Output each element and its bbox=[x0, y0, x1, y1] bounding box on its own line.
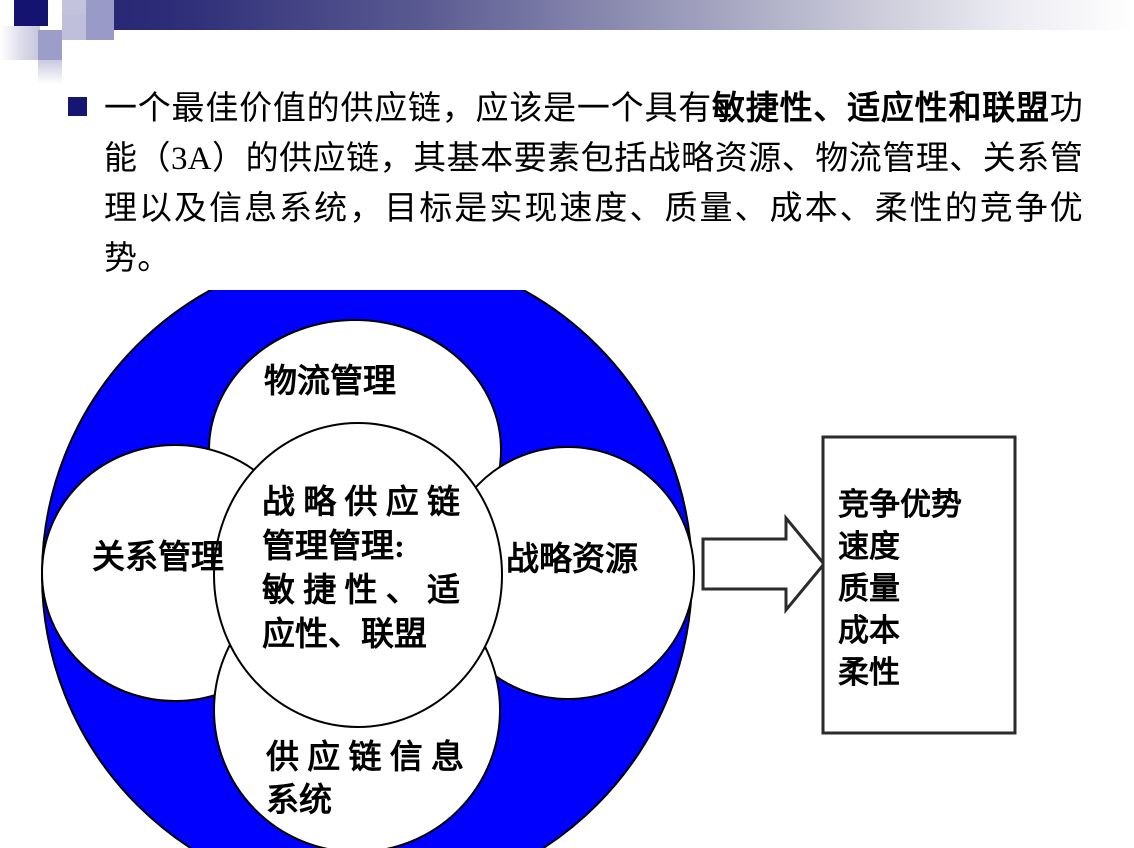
outcome-line-5: 柔性 bbox=[838, 655, 900, 690]
petal-left-label: 关系管理 bbox=[92, 539, 224, 576]
square-bullet-icon bbox=[68, 97, 87, 116]
paragraph-segment-1: 敏捷性、适应性和联盟 bbox=[712, 91, 1050, 127]
paragraph-text: 一个最佳价值的供应链，应该是一个具有敏捷性、适应性和联盟功能（3A）的供应链，其… bbox=[104, 84, 1083, 284]
paragraph-segment-0: 一个最佳价值的供应链，应该是一个具有 bbox=[104, 91, 713, 127]
deco-square-navy bbox=[14, 0, 48, 26]
petal-bottom-label-line1: 供 应 链 信 息 bbox=[266, 738, 464, 776]
slide-header-decoration bbox=[0, 0, 1134, 84]
deco-square-fade-left bbox=[0, 26, 40, 60]
center-label-line2: 管理管理: bbox=[262, 528, 405, 565]
right-arrow-icon bbox=[701, 513, 826, 615]
deco-square-lilac-c bbox=[62, 14, 86, 40]
petal-bottom-label-line2: 系统 bbox=[266, 781, 332, 819]
center-circle bbox=[213, 422, 503, 728]
header-gradient-bar bbox=[85, 0, 1134, 30]
outcome-box bbox=[821, 435, 1017, 735]
bullet-paragraph: 一个最佳价值的供应链，应该是一个具有敏捷性、适应性和联盟功能（3A）的供应链，其… bbox=[68, 84, 1083, 284]
outcome-line-2: 速度 bbox=[838, 529, 900, 564]
deco-square-lilac-e bbox=[38, 30, 62, 60]
petal-top-label: 物流管理 bbox=[264, 363, 396, 400]
outcome-line-4: 成本 bbox=[838, 613, 900, 648]
deco-square-fade-low bbox=[38, 60, 62, 84]
petal-right-label: 战略资源 bbox=[506, 541, 638, 578]
deco-square-lilac-a bbox=[62, 0, 86, 14]
center-label-line3: 敏 捷 性 、 适 bbox=[262, 572, 460, 609]
outcome-line-3: 质量 bbox=[838, 571, 900, 606]
supply-chain-diagram: 物流管理 关系管理 战略资源 供 应 链 信 息 系统 战 略 供 应 链 管理… bbox=[0, 290, 1134, 848]
center-label-line4: 应性、联盟 bbox=[262, 615, 427, 653]
paragraph-segment-2: 功能（3A）的供应链，其基本要素包括战略资源、物流管理、关系管理以及信息系统，目… bbox=[104, 91, 1083, 277]
outcome-line-1: 竞争优势 bbox=[838, 487, 962, 522]
deco-square-lilac-d bbox=[86, 26, 114, 40]
deco-square-lilac-b bbox=[86, 0, 114, 26]
center-label-line1: 战 略 供 应 链 bbox=[262, 483, 460, 521]
